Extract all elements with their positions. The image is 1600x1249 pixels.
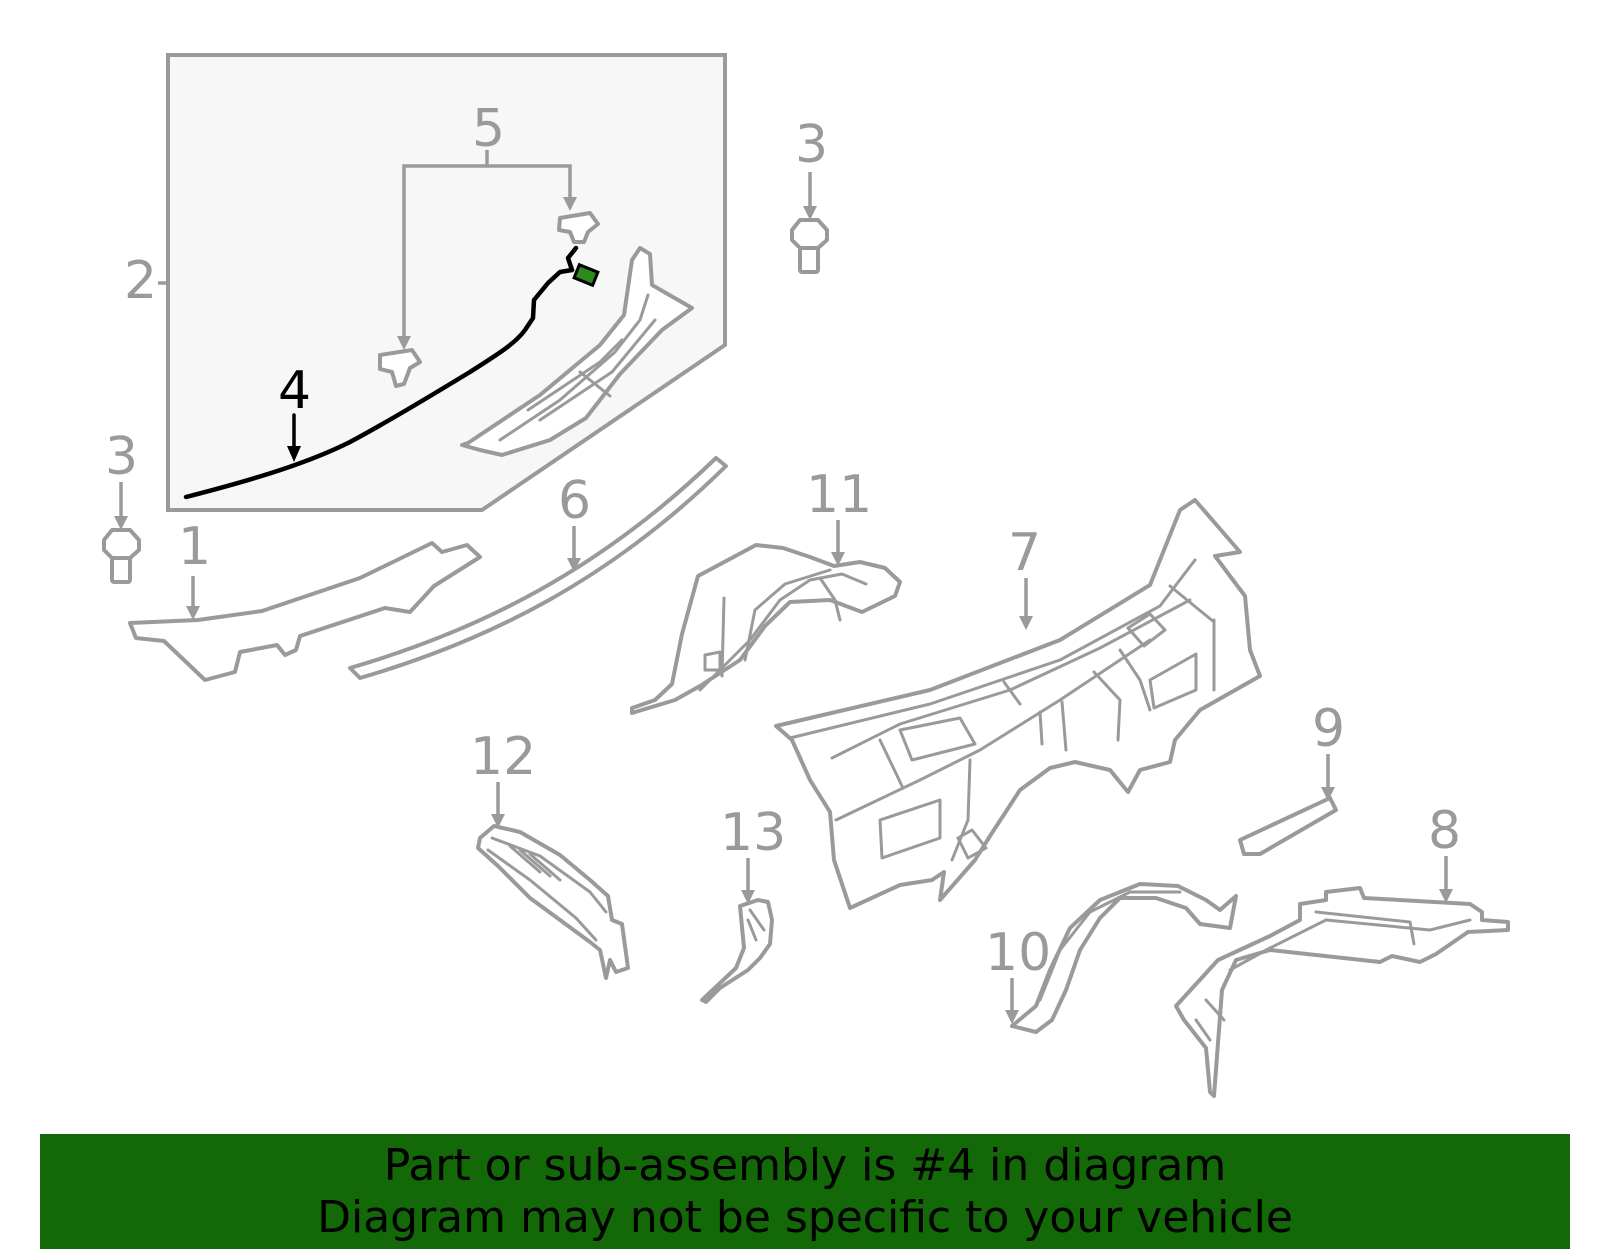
callout-13: 13 xyxy=(720,803,786,863)
part-4-highlighted xyxy=(183,245,600,500)
callout-11: 11 xyxy=(806,465,872,525)
parts-diagram: 1 2 3 3 4 5 6 7 8 9 10 11 12 13 xyxy=(102,53,1510,1098)
part-3-bolt-left xyxy=(102,482,141,584)
part-4-connector xyxy=(572,262,600,288)
part-7-dash-panel xyxy=(774,498,1262,910)
part-8-panel xyxy=(1174,856,1510,1098)
callout-7: 7 xyxy=(1008,523,1041,583)
part-6-strip xyxy=(348,456,728,680)
callout-2: 2 xyxy=(124,251,157,311)
callout-3-right: 3 xyxy=(795,115,828,175)
callout-10: 10 xyxy=(985,923,1051,983)
callout-5: 5 xyxy=(472,99,505,159)
part-5-clips xyxy=(378,150,600,388)
callout-3-left: 3 xyxy=(105,427,138,487)
banner-line-1: Part or sub-assembly is #4 in diagram xyxy=(383,1139,1227,1191)
callout-8: 8 xyxy=(1428,801,1461,861)
part-1-rail xyxy=(128,541,482,682)
part-3-bolt-right xyxy=(790,172,829,274)
callout-1: 1 xyxy=(178,517,211,577)
banner-line-2: Diagram may not be specific to your vehi… xyxy=(317,1191,1293,1243)
part-11-wheelhouse xyxy=(630,520,902,715)
part-10-arch xyxy=(1005,882,1238,1034)
part-12-bracket xyxy=(476,782,630,980)
part-13-bracket xyxy=(700,858,774,1004)
part-9-strip xyxy=(1238,754,1338,856)
callout-9: 9 xyxy=(1312,699,1345,759)
callout-6: 6 xyxy=(558,471,591,531)
callout-4: 4 xyxy=(278,361,311,421)
inset-side-panel xyxy=(460,246,694,457)
callout-12: 12 xyxy=(470,727,536,787)
info-banner: Part or sub-assembly is #4 in diagram Di… xyxy=(40,1134,1570,1249)
